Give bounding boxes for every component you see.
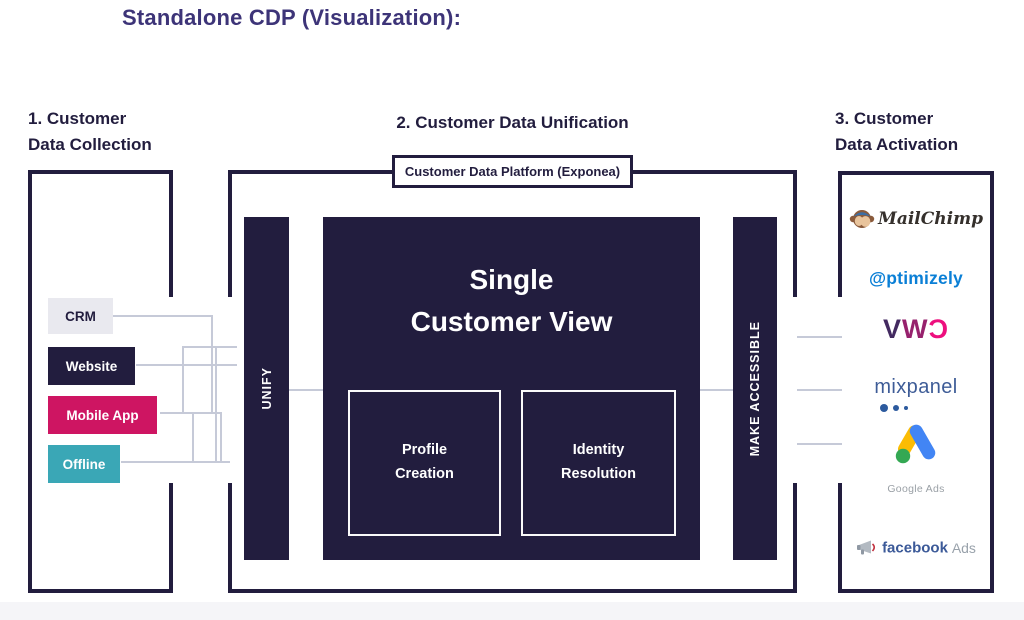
border-gap	[167, 297, 173, 483]
heading-customer-data-activation: 3. Customer Data Activation	[835, 106, 958, 159]
vwo-letter-o: Ɔ	[928, 314, 949, 344]
make-accessible-label: MAKE ACCESSIBLE	[748, 320, 762, 457]
connector-line	[797, 389, 842, 391]
mailchimp-logo: MailChimp	[838, 207, 994, 231]
optimizely-logo: @ptimizely	[838, 268, 994, 289]
connector-line	[797, 336, 842, 338]
mailchimp-monkey-icon	[849, 210, 875, 228]
connector-line	[797, 443, 842, 445]
connector-line	[182, 346, 184, 414]
page-title: Standalone CDP (Visualization):	[122, 5, 462, 30]
mailchimp-wordmark: MailChimp	[878, 209, 983, 229]
profile-creation-label: Profile Creation	[395, 442, 454, 482]
source-chip-offline: Offline	[48, 445, 120, 483]
identity-resolution-label: Identity Resolution	[561, 442, 636, 482]
connector-line	[121, 461, 230, 463]
facebook-wordmark: facebook	[882, 539, 948, 557]
source-chip-crm: CRM	[48, 298, 113, 334]
google-ads-icon	[838, 421, 994, 472]
optimizely-o-icon: @	[869, 268, 887, 288]
heading-line: Data Collection	[28, 135, 152, 155]
megaphone-icon	[857, 540, 876, 555]
facebook-ads-suffix-text: Ads	[951, 539, 976, 556]
connector-line	[160, 412, 222, 414]
single-customer-view-box: Single Customer View Profile Creation Id…	[323, 217, 700, 560]
connector-line	[220, 412, 222, 463]
heading-customer-data-unification: 2. Customer Data Unification	[396, 113, 629, 132]
source-chip-website: Website	[48, 347, 135, 385]
unify-pillar: UNIFY	[244, 217, 289, 560]
connector-line	[182, 346, 237, 348]
source-chip-mobile-app: Mobile App	[48, 396, 157, 434]
optimizely-wordmark: ptimizely	[886, 268, 963, 288]
connector-line	[700, 389, 733, 391]
mixpanel-dots-icon	[880, 399, 913, 417]
single-customer-view-title: Single Customer View	[323, 259, 700, 343]
heading-line: 3. Customer	[835, 109, 934, 128]
identity-resolution-box: Identity Resolution	[521, 390, 676, 536]
make-accessible-pillar: MAKE ACCESSIBLE	[733, 217, 777, 560]
border-gap	[227, 297, 233, 483]
heading-line: Data Activation	[835, 135, 959, 155]
footer-band	[0, 602, 1024, 620]
connector-line	[136, 364, 237, 366]
scv-title-line: Customer View	[410, 306, 613, 337]
connector-line	[215, 346, 217, 463]
facebook-ads-logo: facebook Ads	[838, 539, 994, 557]
profile-creation-box: Profile Creation	[348, 390, 501, 536]
scv-title-line: Single	[469, 264, 554, 295]
heading-line: 1. Customer	[28, 109, 127, 128]
heading-customer-data-collection: 1. Customer Data Collection	[28, 106, 152, 159]
mixpanel-logo: mixpanel	[874, 376, 958, 398]
vwo-letter-w: W	[902, 314, 929, 344]
cdp-platform-label: Customer Data Platform (Exponea)	[392, 155, 633, 188]
unify-label: UNIFY	[259, 367, 274, 410]
vwo-letter-v: V	[883, 314, 903, 344]
google-ads-a-icon	[895, 424, 936, 464]
google-ads-label: Google Ads	[887, 483, 945, 495]
connector-line	[289, 389, 323, 391]
connector-line	[192, 412, 194, 463]
border-gap	[792, 297, 798, 483]
vwo-logo: VWƆ	[838, 314, 994, 345]
connector-line	[113, 315, 212, 317]
